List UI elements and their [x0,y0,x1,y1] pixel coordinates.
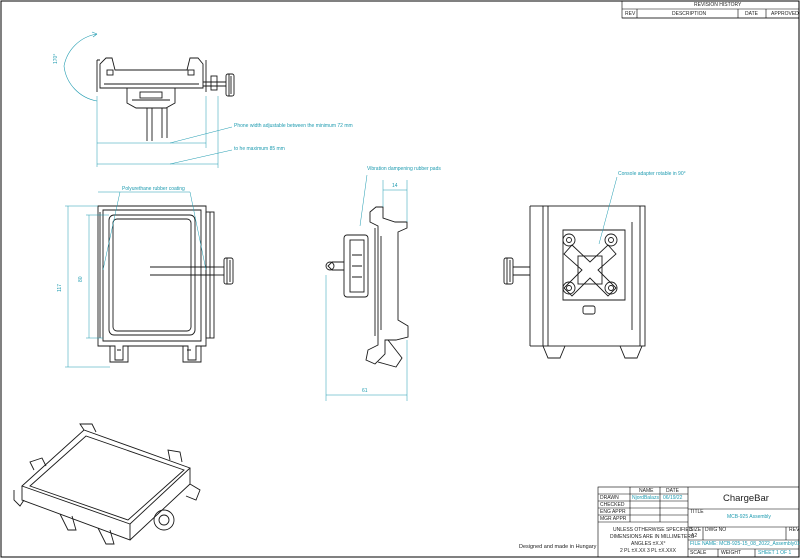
depth-top-label: 14 [392,183,398,189]
adapter-leader [598,176,618,245]
height-dimensions [65,191,207,368]
angle-dimension [63,31,98,102]
date-column-header: DATE [745,11,758,17]
height-inner-label: 80 [78,276,84,282]
mgr-appr-row-label: MGR APPR [600,516,627,522]
made-in-note: Designed and made in Hungary [519,544,597,550]
file-name: FILE NAME: MCB-925-15_08_2022_Assembly01 [690,541,800,547]
vibration-pads-note: Vibration dampening rubber pads [367,166,441,172]
drawn-name: NjordBalazs [632,495,659,501]
tolerance-line-1: UNLESS OTHERWISE SPECIFIED [613,527,693,533]
tolerance-line-2: DIMENSIONS ARE IN MILLIMETERS [610,534,695,540]
weight-label: WEIGHT [721,550,741,556]
company-name: ChargeBar [723,493,769,504]
approved-column-header: APPROVED [771,11,799,17]
revision-title: REVISION HISTORY [694,2,742,8]
name-header: NAME [639,488,654,494]
top-view [96,57,235,141]
angle-dimension-label: 170° [53,53,59,64]
front-view [97,205,234,363]
isometric-view [13,423,201,545]
phone-width-note: Phone width adjustable between the minim… [234,123,353,129]
side-view [325,206,409,368]
rev-column-header: REV [625,11,636,17]
rear-view [503,205,646,359]
tolerance-line-3: ANGLES ±X.X° [631,541,666,547]
depth-dimensions [325,174,408,401]
size-label: SIZE [690,527,702,533]
eng-appr-row-label: ENG APPR [600,509,626,515]
sheet-number: SHEET 1 OF 1 [758,550,792,556]
checked-row-label: CHECKED [600,502,625,508]
drawn-row-label: DRAWN [600,495,619,501]
drawn-date: 06/19/22 [663,495,683,501]
title-label: TITLE [690,509,704,515]
revision-table [621,0,800,19]
console-adapter-note: Console adapter rotable in 90° [618,171,686,177]
rev-label: REV [789,527,800,533]
rubber-coating-note: Polyurethane rubber coating [122,186,185,192]
tolerance-line-4: 2 PL ±X.XX 3 PL ±X.XXX [620,548,676,554]
description-column-header: DESCRIPTION [672,11,707,17]
scale-label: SCALE [690,550,707,556]
drawing-title: MCB-925 Assembly [727,514,771,520]
phone-max-note: to he maximum 85 mm [234,146,285,152]
width-dimensions [96,96,233,168]
dwg-no-label: DWG NO [705,527,727,533]
size-value: A2 [691,533,698,539]
date-header: DATE [666,488,679,494]
depth-bottom-label: 61 [362,388,368,394]
title-block-frame [597,486,800,558]
height-outer-label: 117 [57,284,63,292]
